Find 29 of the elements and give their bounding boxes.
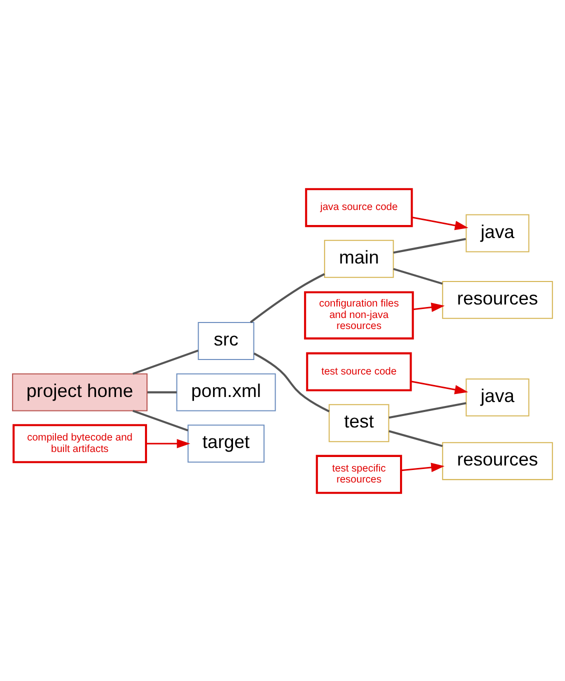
arrow (146, 438, 190, 448)
node-box: project home (12, 372, 148, 411)
connector (250, 272, 325, 323)
connector (132, 349, 198, 374)
arrow (413, 302, 445, 312)
node-box: java source code (305, 188, 413, 227)
connector (388, 430, 443, 447)
node-box: java (466, 214, 530, 252)
node-box: pom.xml (176, 372, 276, 411)
node-box: src (198, 322, 254, 360)
connector (393, 238, 466, 254)
node-box: target (188, 424, 265, 462)
connector (388, 402, 466, 418)
node-box: compiled bytecode and built artifacts (12, 424, 148, 463)
arrow (410, 380, 468, 394)
node-box: test specific resources (316, 454, 402, 494)
arrow (412, 216, 468, 230)
arrow (401, 462, 444, 472)
node-box: resources (442, 442, 553, 480)
node-box: java (466, 378, 530, 416)
node-box: main (324, 239, 394, 278)
node-box: test source code (306, 352, 412, 391)
node-box: configuration files and non-java resources (304, 290, 414, 339)
connector (254, 352, 330, 412)
node-box: test (328, 404, 390, 442)
node-box: resources (442, 280, 553, 318)
connector (132, 409, 188, 431)
connector (393, 267, 443, 284)
connector (147, 390, 177, 393)
